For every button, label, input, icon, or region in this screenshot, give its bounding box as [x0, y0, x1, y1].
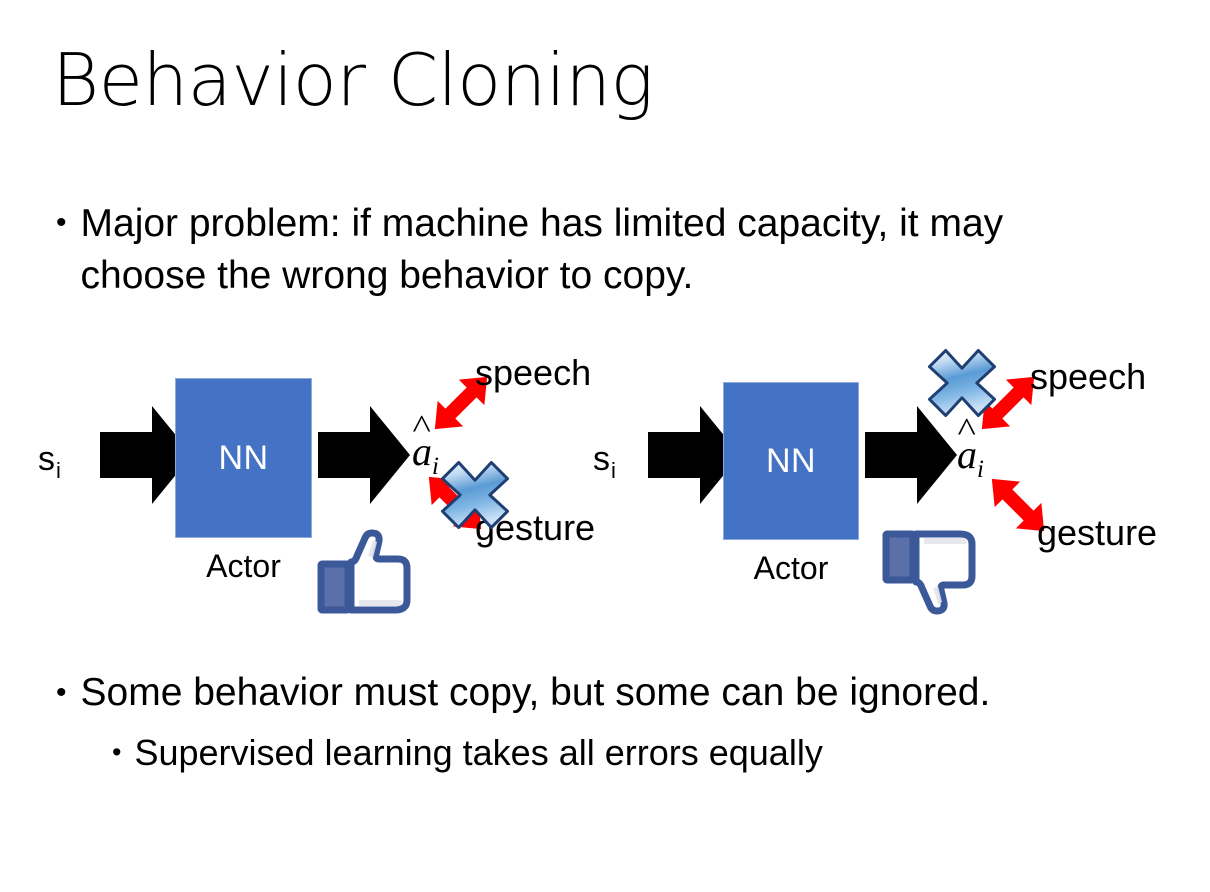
input-arrow-left-icon	[100, 400, 192, 515]
bullet-dot-icon: •	[56, 206, 67, 239]
action-label-right: ai	[957, 435, 984, 483]
bullet-bottom-2: • Supervised learning takes all errors e…	[112, 730, 1162, 777]
thumbs-down-icon-right	[880, 523, 980, 626]
speech-arrow-right-icon	[963, 358, 1053, 453]
speech-label-right: speech	[1030, 356, 1147, 397]
diagram-right: si NN Actor ai	[575, 340, 1195, 640]
state-label-left: si	[38, 440, 61, 483]
bullet-dot-icon: •	[56, 676, 67, 709]
output-arrow-left-icon	[318, 400, 410, 515]
bullet-bottom-1: • Some behavior must copy, but some can …	[56, 668, 1156, 719]
diagram-left: si NN Actor ai	[20, 340, 640, 640]
bullet-dot-icon: •	[112, 737, 122, 767]
page-title: Behavior Cloning	[52, 38, 654, 122]
actor-label-left: Actor	[206, 548, 281, 584]
gesture-arrow-right-icon	[973, 460, 1063, 555]
nn-box-label-left: NN	[218, 438, 269, 477]
output-arrow-right-icon	[865, 400, 957, 515]
speech-arrow-left-icon	[416, 358, 506, 453]
nn-box-label-right: NN	[765, 441, 817, 480]
speech-label-left: speech	[475, 352, 592, 393]
nn-box-left: NN	[175, 378, 312, 538]
input-arrow-right-icon	[648, 400, 740, 515]
gesture-label-right: gesture	[1037, 512, 1158, 553]
bullet-top-text: Major problem: if machine has limited ca…	[80, 202, 1004, 297]
cross-out-x-speech-right-icon	[925, 346, 999, 425]
bullet-top: • Major problem: if machine has limited …	[56, 198, 1106, 302]
nn-box-right: NN	[723, 382, 859, 540]
bullet-bottom-2-text: Supervised learning takes all errors equ…	[134, 732, 823, 773]
cross-out-x-gesture-left-icon	[438, 458, 512, 537]
action-label-left: ai	[412, 432, 439, 480]
bullet-bottom-1-text: Some behavior must copy, but some can be…	[80, 671, 991, 714]
state-label-right: si	[593, 440, 616, 483]
actor-label-right: Actor	[753, 550, 829, 586]
thumbs-up-icon-left	[315, 528, 415, 621]
